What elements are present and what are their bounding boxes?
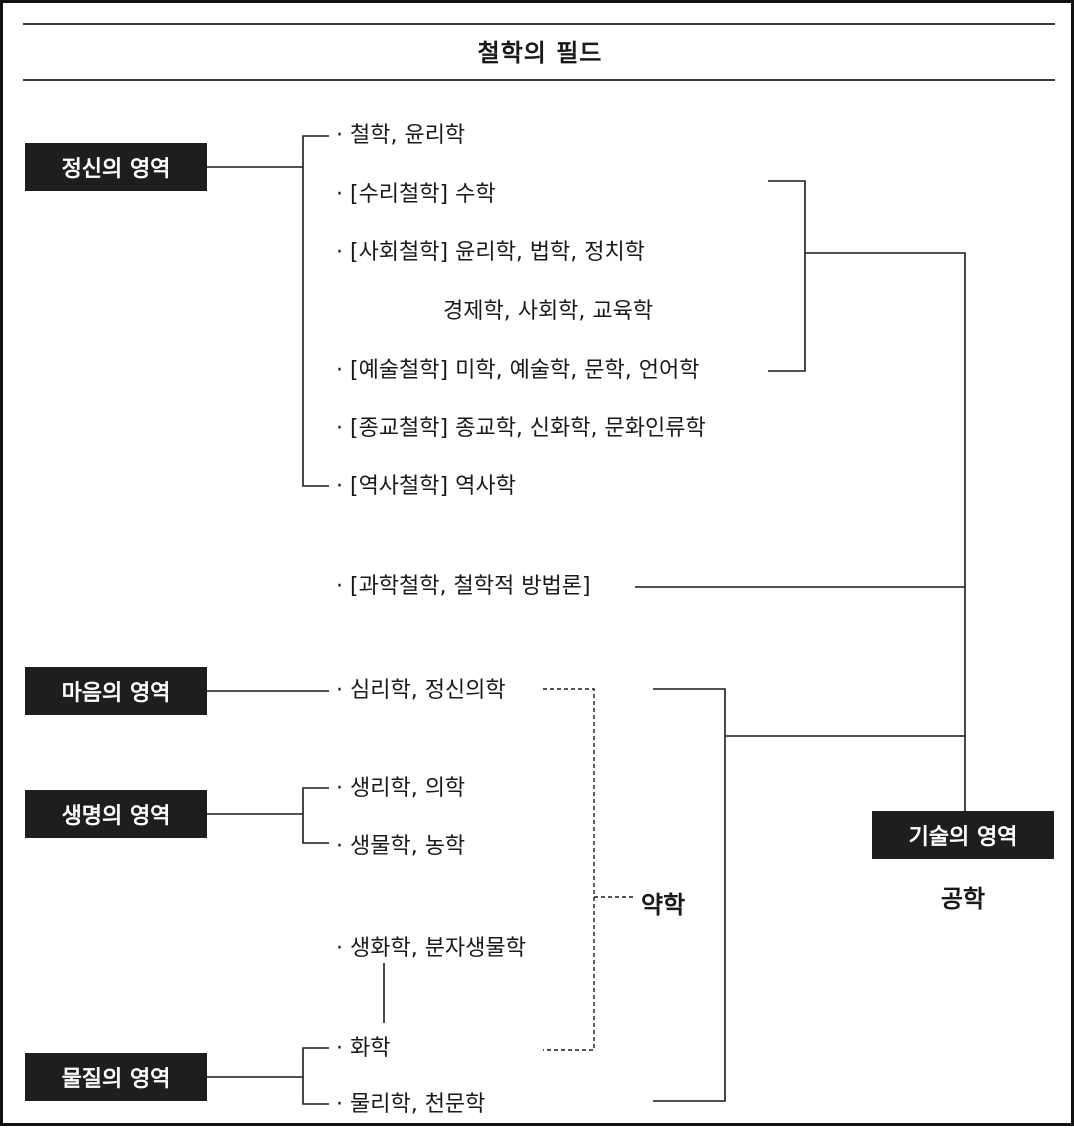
domain-matter-box: 물질의 영역 [25,1053,207,1101]
bracket-mind [302,135,329,487]
dashed-pharmacy-bracket [543,688,595,1051]
item-psychology: · 심리학, 정신의학 [336,678,506,703]
diagram-title: 철학의 필드 [477,39,603,67]
title-rule [23,79,1055,81]
item-history: · [역사철학] 역사학 [336,474,516,499]
domain-life-box: 생명의 영역 [25,790,207,838]
domain-heart-box: 마음의 영역 [25,667,207,715]
bracket-matter [302,1047,329,1105]
item-chemistry: · 화학 [336,1036,391,1061]
item-philosophy: · 철학, 윤리학 [336,123,466,148]
item-math: · [수리철학] 수학 [336,182,496,207]
connector-lines [207,135,966,1105]
item-physiology: · 생리학, 의학 [336,776,466,801]
item-biochem: · 생화학, 분자생물학 [336,936,526,961]
pharmacy-label: 약학 [641,891,686,919]
item-biology: · 생물학, 농학 [336,834,466,859]
connector-disciplines-tech [805,252,966,811]
item-religion: · [종교철학] 종교학, 신화학, 문화인류학 [336,416,706,441]
item-physics: · 물리학, 천문학 [336,1092,486,1117]
bracket-sciences [653,688,726,1102]
engineering-label: 공학 [940,885,986,913]
domain-mind-box: 정신의 영역 [25,143,207,191]
item-science: · [과학철학, 철학적 방법론] [336,574,591,599]
item-social: · [사회철학] 윤리학, 법학, 정치학 [336,240,645,265]
domain-tech-box: 기술의 영역 [872,811,1054,859]
bracket-life [302,787,329,844]
item-social-cont: 경제학, 사회학, 교육학 [443,299,654,324]
bracket-disciplines [768,180,806,372]
item-art: · [예술철학] 미학, 예술학, 문학, 언어학 [336,358,700,383]
top-rule [23,23,1055,25]
